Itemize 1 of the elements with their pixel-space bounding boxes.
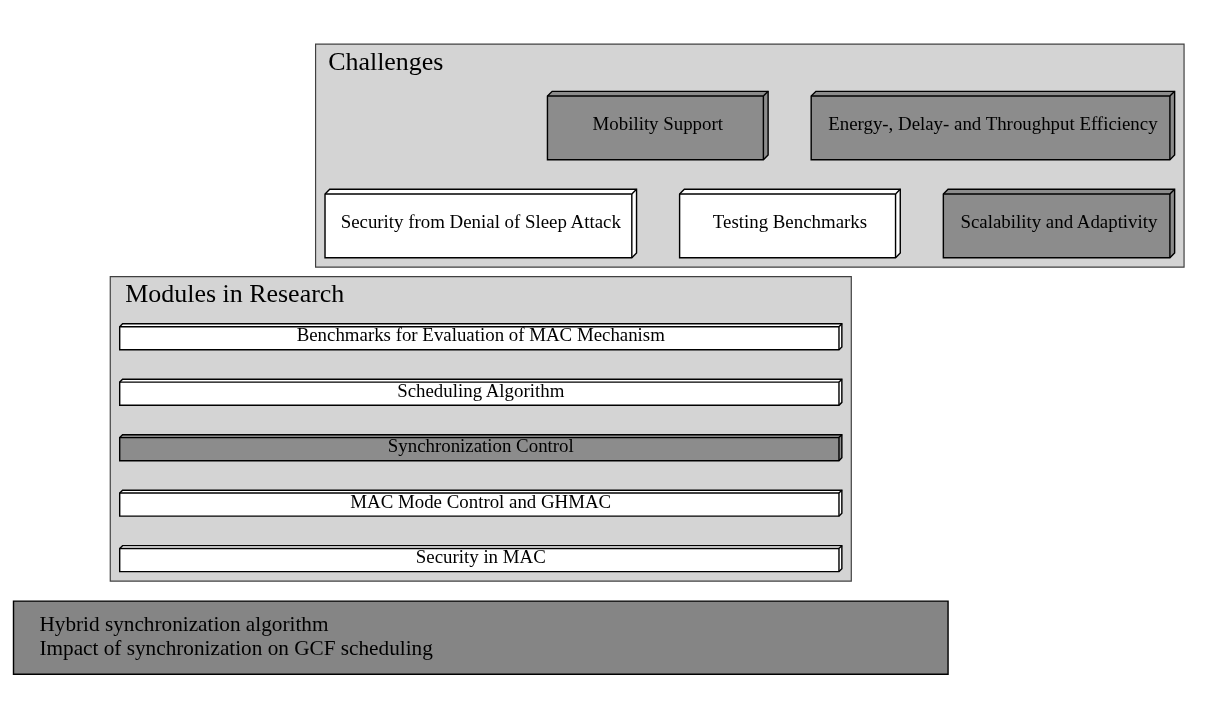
node-box: Hybrid synchronization algorithm Impact of synchronization on GCF scheduling: [12, 600, 949, 675]
